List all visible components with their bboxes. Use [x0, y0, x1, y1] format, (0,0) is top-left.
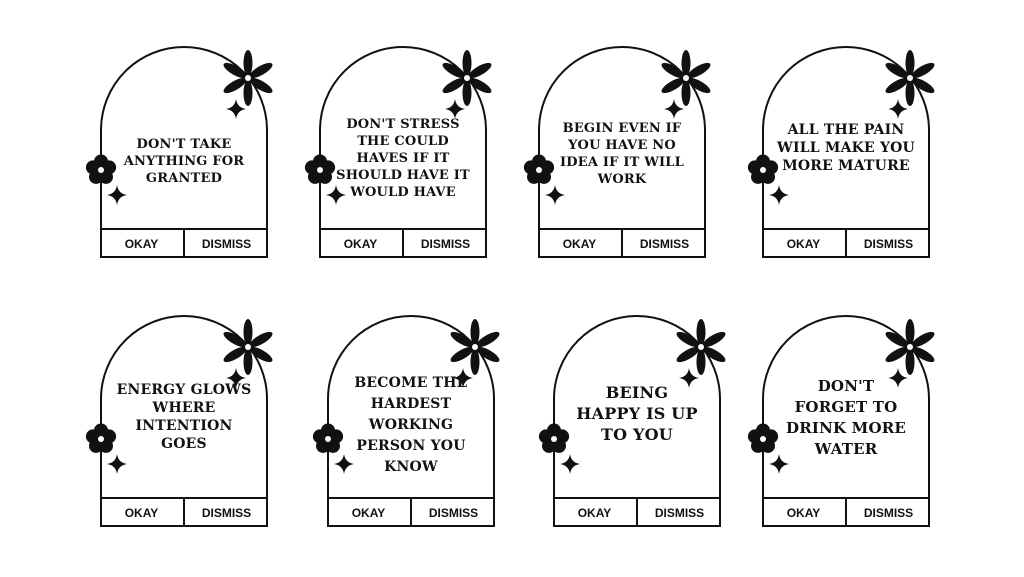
okay-button[interactable]: OKAY — [562, 237, 597, 251]
small-flower-icon — [747, 154, 779, 184]
big-flower-icon — [661, 50, 711, 106]
card-button-row: OKAY DISMISS — [100, 228, 268, 258]
sparkle-icon — [445, 99, 465, 119]
small-flower-icon — [538, 423, 570, 453]
card-message: DON'T FORGET TO DRINK MORE WATER — [785, 377, 907, 458]
small-flower-icon — [85, 154, 117, 184]
card-message: BEING HAPPY IS UP TO YOU — [576, 382, 698, 444]
dismiss-button[interactable]: DISMISS — [636, 499, 721, 527]
card-button-row: OKAY DISMISS — [327, 497, 495, 527]
sparkle-icon — [545, 185, 565, 205]
dismiss-button[interactable]: DISMISS — [845, 230, 930, 258]
card-button-row: OKAY DISMISS — [538, 228, 706, 258]
card-message: BECOME THE HARDEST WORKING PERSON YOU KN… — [354, 374, 468, 475]
sparkle-icon — [769, 185, 789, 205]
small-flower-icon — [304, 154, 336, 184]
big-flower-icon — [450, 319, 500, 375]
sparkle-icon — [107, 454, 127, 474]
big-flower-icon — [676, 319, 726, 375]
okay-button[interactable]: OKAY — [124, 237, 159, 251]
card-message: ENERGY GLOWS WHERE INTENTION GOES — [116, 382, 252, 452]
sparkle-icon — [769, 454, 789, 474]
big-flower-icon — [885, 50, 935, 106]
card-button-row: OKAY DISMISS — [319, 228, 487, 258]
dismiss-button[interactable]: DISMISS — [183, 499, 268, 527]
dismiss-button[interactable]: DISMISS — [621, 230, 706, 258]
sparkle-icon — [453, 368, 473, 388]
okay-button[interactable]: OKAY — [124, 506, 159, 520]
card-button-row: OKAY DISMISS — [762, 228, 930, 258]
sparkle-icon — [226, 368, 246, 388]
okay-button[interactable]: OKAY — [351, 506, 386, 520]
card-message: BEGIN EVEN IF YOU HAVE NO IDEA IF IT WIL… — [560, 121, 684, 187]
sparkle-icon — [679, 368, 699, 388]
okay-button[interactable]: OKAY — [577, 506, 612, 520]
small-flower-icon — [523, 154, 555, 184]
sparkle-icon — [888, 99, 908, 119]
small-flower-icon — [747, 423, 779, 453]
big-flower-icon — [885, 319, 935, 375]
sparkle-icon — [888, 368, 908, 388]
card-message: DON'T TAKE ANYTHING FOR GRANTED — [123, 136, 245, 186]
sparkle-icon — [560, 454, 580, 474]
sparkle-icon — [107, 185, 127, 205]
dismiss-button[interactable]: DISMISS — [402, 230, 487, 258]
card-button-row: OKAY DISMISS — [100, 497, 268, 527]
notification-card: DON'T FORGET TO DRINK MORE WATER OKAY DI… — [762, 315, 930, 527]
notification-card: ALL THE PAIN WILL MAKE YOU MORE MATURE O… — [762, 46, 930, 258]
dismiss-button[interactable]: DISMISS — [845, 499, 930, 527]
okay-button[interactable]: OKAY — [786, 506, 821, 520]
big-flower-icon — [223, 319, 273, 375]
okay-button[interactable]: OKAY — [343, 237, 378, 251]
card-button-row: OKAY DISMISS — [762, 497, 930, 527]
sparkle-icon — [326, 185, 346, 205]
card-button-row: OKAY DISMISS — [553, 497, 721, 527]
sparkle-icon — [334, 454, 354, 474]
big-flower-icon — [223, 50, 273, 106]
card-message: ALL THE PAIN WILL MAKE YOU MORE MATURE — [777, 122, 915, 174]
dismiss-button[interactable]: DISMISS — [410, 499, 495, 527]
sparkle-icon — [226, 99, 246, 119]
big-flower-icon — [442, 50, 492, 106]
small-flower-icon — [85, 423, 117, 453]
dismiss-button[interactable]: DISMISS — [183, 230, 268, 258]
okay-button[interactable]: OKAY — [786, 237, 821, 251]
small-flower-icon — [312, 423, 344, 453]
sparkle-icon — [664, 99, 684, 119]
card-message: DON'T STRESS THE COULD HAVES IF IT SHOUL… — [336, 116, 470, 200]
